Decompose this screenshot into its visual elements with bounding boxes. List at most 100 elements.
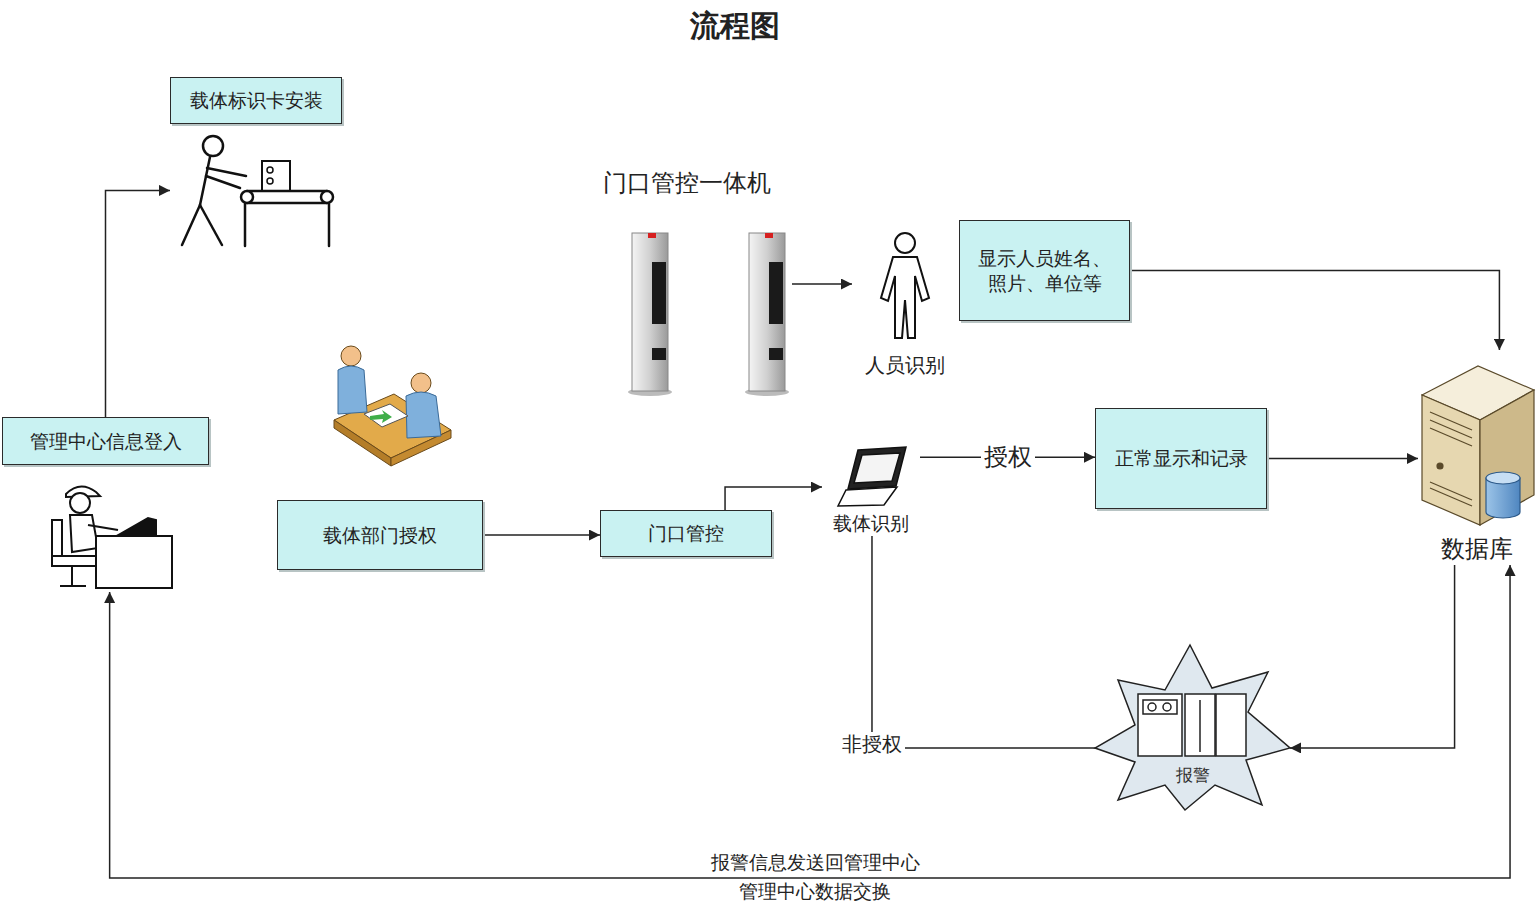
alarm-star-part: [1199, 700, 1201, 752]
process-box: 载体部门授权: [277, 500, 483, 570]
process-box: 门口管控: [600, 510, 772, 557]
note-label: 管理中心数据交换: [736, 880, 894, 903]
conveyor-worker-part: [182, 205, 200, 245]
conveyor-worker-part: [247, 202, 327, 205]
node-text: 正常显示和记录: [1115, 446, 1248, 471]
desk-worker-part: [71, 566, 73, 586]
gate-pillars-part: [652, 348, 666, 360]
alarm-star-part: [1143, 700, 1177, 714]
edge-label: 报警信息发送回管理中心: [708, 851, 923, 874]
conveyor-worker-part: [206, 176, 240, 188]
edge-label: 非授权: [839, 732, 905, 756]
gate-pillars-part: [769, 262, 783, 324]
conveyor-worker-part: [267, 178, 273, 184]
database-server-part: [1430, 428, 1472, 446]
meeting-illustration-part: [411, 373, 431, 393]
node-text: 数据库: [1441, 534, 1513, 565]
diagram-title: 流程图: [687, 8, 783, 44]
database-server-part: [1430, 420, 1472, 438]
database-server-part: [1480, 390, 1534, 525]
alarm-star-part: [1095, 645, 1290, 810]
alarm-star-part: [1216, 694, 1246, 756]
conveyor-worker-part: [203, 136, 223, 156]
flow-connector: [1130, 271, 1499, 351]
node-text: 管理中心信息登入: [2, 417, 209, 465]
laptop-icon-part: [848, 447, 906, 489]
database-server-part: [1422, 395, 1480, 525]
database-server: [1422, 366, 1534, 525]
database-server-part: [1430, 488, 1472, 506]
database-server-part: [1486, 472, 1520, 484]
alarm-node: 报警: [1095, 645, 1290, 810]
flow-connector: [483, 534, 600, 536]
node-text: 载体部门授权: [323, 523, 437, 548]
gate-pillars: [628, 233, 789, 396]
device-label: 门口管控一体机: [582, 168, 792, 400]
conveyor-worker-part: [200, 157, 210, 205]
conveyor-worker-part: [241, 191, 253, 203]
desk-worker-part: [52, 556, 96, 566]
conveyor-worker-part: [244, 204, 247, 246]
desk-worker-part: [60, 585, 86, 587]
meeting-illustration: [334, 346, 451, 466]
flow-connector: [872, 536, 1095, 748]
meeting-illustration-part: [338, 366, 367, 414]
conveyor-worker: [182, 136, 333, 246]
laptop-icon: [838, 447, 906, 506]
desk-worker-part: [70, 493, 90, 513]
node-text: 显示人员姓名、照片、单位等: [970, 246, 1119, 295]
alarm-star-part: [1163, 703, 1171, 711]
process-box: 正常显示和记录: [1095, 408, 1267, 509]
gate-pillars-part: [652, 262, 666, 324]
person-figure-part: [895, 233, 915, 253]
node-text: 人员识别: [865, 352, 945, 378]
alarm-star-part: [1138, 694, 1182, 756]
node-text: 报警: [1176, 764, 1210, 786]
node-text: 门口管控一体机: [603, 168, 771, 199]
flow-connector: [725, 487, 822, 510]
edge-label-wrap: 授权: [981, 443, 1035, 472]
conveyor-worker-part: [200, 205, 222, 245]
conveyor-worker-part: [267, 167, 273, 173]
database-node: 数据库: [1418, 350, 1536, 565]
desk-worker-part: [120, 518, 156, 534]
flow-connector: [1267, 458, 1418, 460]
meeting-illustration-part: [370, 410, 392, 423]
edge-label-wrap: 非授权: [839, 732, 905, 756]
alarm-star: [1095, 645, 1290, 810]
conveyor-worker-part: [328, 204, 331, 246]
conveyor-worker-part: [207, 168, 246, 176]
node-text: 门口管控: [648, 521, 724, 546]
process-box: 显示人员姓名、照片、单位等: [959, 220, 1130, 321]
gate-pillars-part: [769, 348, 783, 360]
alarm-star-part: [1185, 694, 1215, 756]
meeting-illustration-part: [364, 404, 408, 427]
laptop-icon-part: [854, 453, 900, 483]
meeting-illustration-part: [341, 346, 361, 366]
laptop-node: 载体识别: [822, 440, 920, 536]
node-text: 载体标识卡安装: [170, 77, 342, 124]
meeting-illustration-part: [406, 392, 441, 438]
conveyor-worker-part: [247, 190, 327, 193]
desk-worker-part: [70, 515, 98, 552]
database-server-part: [1437, 463, 1443, 469]
title-wrap: 流程图: [687, 8, 783, 44]
flow-connector: [106, 190, 171, 417]
person-figure-part: [881, 257, 929, 338]
desk-worker: [52, 486, 172, 588]
gate-pillars-part: [765, 233, 773, 238]
conveyor-worker-part: [321, 191, 333, 203]
flow-connector: [792, 283, 852, 285]
person-figure: [881, 233, 929, 338]
gate-pillars-part: [632, 233, 668, 391]
database-server-part: [1430, 412, 1472, 430]
flow-connector: [1290, 565, 1455, 748]
note-label-wrap: 管理中心数据交换: [736, 880, 894, 903]
gate-pillars-part: [648, 233, 656, 238]
desk-worker-part: [96, 536, 172, 588]
edge-label-wrap: 报警信息发送回管理中心: [708, 851, 923, 874]
